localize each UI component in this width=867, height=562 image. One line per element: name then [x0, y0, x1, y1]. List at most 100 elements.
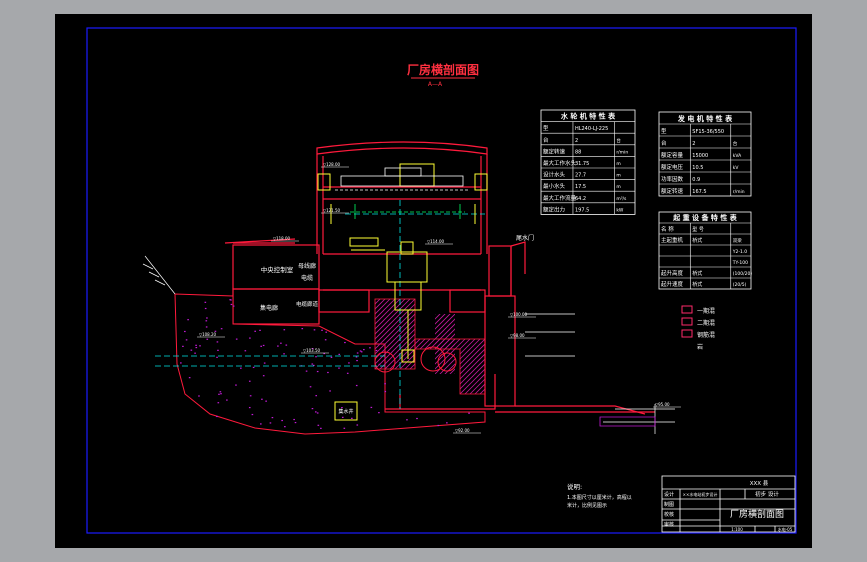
- generator-table-cell: kV: [733, 165, 740, 171]
- hatch-dot: [360, 351, 363, 353]
- notes-line-1: 1.本图尺寸以厘米计，高程以: [567, 494, 632, 501]
- generator-table-cell: 台: [661, 139, 667, 147]
- turbine-table-cell: r/min: [616, 149, 628, 155]
- hatch-dot: [355, 356, 358, 358]
- legend-label: 岩: [697, 343, 703, 351]
- hatch-dot: [262, 344, 265, 347]
- hatch-line: [375, 299, 411, 374]
- turbine-table-cell: 额定出力: [543, 205, 565, 213]
- foundation-rock: [174, 293, 486, 435]
- turbine-table-cell: m: [616, 185, 620, 190]
- hatch-dot: [249, 337, 251, 339]
- hatch-line: [454, 339, 485, 394]
- hatch-dot: [323, 352, 326, 355]
- powerhouse-structure: [224, 141, 655, 415]
- generator-table-title: 发 电 机 特 性 表: [677, 114, 733, 123]
- turbine-table-cell: kW: [616, 207, 624, 213]
- hatch-dot: [378, 412, 380, 414]
- generator-table-cell: 额定转速: [661, 187, 684, 195]
- generator-table-cell: 0.9: [692, 177, 700, 183]
- turbine-table-cell: 台: [543, 136, 549, 144]
- hatch-dot: [468, 412, 470, 414]
- hatch-dot: [446, 422, 448, 424]
- room-spiral-corridor: 集电廊: [260, 304, 278, 312]
- hatch-dot: [356, 359, 358, 362]
- turbine-table-cell: 最大工作水头: [543, 159, 577, 167]
- room-cable-gallery: 电缆廊道: [296, 300, 319, 308]
- crane-table-cell: (20/5): [733, 282, 747, 288]
- hatch-dot: [285, 344, 288, 346]
- turbine-table-title: 水 轮 机 特 性 表: [561, 112, 616, 121]
- hatch-dot: [309, 386, 312, 388]
- hatch-dot: [280, 342, 282, 344]
- hatch-dot: [261, 398, 263, 400]
- generator-table-border: [658, 111, 752, 197]
- hatch-dot: [312, 364, 315, 367]
- generator-table-cell: 台: [733, 140, 738, 147]
- turbine-table-cell: m: [616, 162, 620, 167]
- hatch-dot: [260, 345, 262, 347]
- tailrace-hatch: [599, 416, 656, 427]
- crane: [335, 167, 470, 191]
- hatch-dot: [204, 307, 207, 310]
- hatch-dot: [182, 345, 184, 347]
- generator-table-cell: 额定容量: [661, 151, 684, 159]
- hatch-dot: [343, 427, 346, 429]
- hatch-line: [414, 299, 455, 374]
- title-block-drawing-name: 厂房横剖面图: [730, 508, 784, 520]
- hatch-dot: [325, 331, 328, 333]
- room-cable: 电缆: [301, 274, 313, 282]
- hatch-dot: [205, 326, 208, 328]
- hatch-dot: [206, 338, 209, 340]
- title-block-row-label: 设计: [664, 491, 674, 498]
- hatch-dot: [244, 350, 247, 352]
- hatch-dot: [341, 406, 343, 409]
- hatch-dot: [330, 356, 333, 358]
- hatch-dot: [265, 400, 267, 402]
- hatch-dot: [216, 341, 219, 343]
- hatch-line: [375, 299, 421, 374]
- hatch-dot: [348, 362, 350, 364]
- legend-swatch: [681, 329, 693, 338]
- hatch-dot: [262, 375, 265, 377]
- hatch-dot: [283, 353, 285, 355]
- title-block-info: ××水电站初步设计: [683, 491, 718, 497]
- hatch-dot: [198, 395, 200, 397]
- hatch-dot: [321, 329, 323, 331]
- title-block-number: 水电-05: [778, 526, 793, 532]
- hatch-dot: [384, 390, 387, 393]
- hatch-dot: [217, 402, 220, 404]
- crane-table-cell: 型 号: [692, 226, 704, 233]
- hatch-dot: [356, 424, 359, 426]
- hatch-dot: [355, 384, 358, 387]
- hatch-dot: [216, 415, 218, 418]
- turbine-table-cell: 型: [543, 124, 549, 132]
- title-block-scale: 1:100: [731, 527, 743, 532]
- turbine-table-cell: m: [616, 174, 620, 179]
- hatch-dot: [277, 345, 279, 347]
- drawing-sheet: 厂房横剖面图 A—A: [55, 14, 812, 548]
- hatch-line: [375, 299, 406, 374]
- title-block-stage: 初步 设计: [755, 490, 779, 498]
- hatch-dot: [363, 348, 365, 351]
- hatch-dot: [220, 328, 223, 330]
- hatch-dot: [194, 352, 196, 354]
- hatch-dot: [284, 426, 286, 428]
- hatch-dot: [316, 370, 319, 373]
- hatch-dot: [235, 384, 237, 386]
- elevation-label: ▽103.50: [303, 348, 321, 353]
- crane-table-title: 起 重 设 备 特 性 表: [672, 213, 738, 222]
- hatch-line: [415, 339, 446, 394]
- hatch-dot: [184, 330, 186, 333]
- hatch-dot: [324, 339, 327, 341]
- hatch-dot: [248, 406, 251, 409]
- hatch-line: [429, 299, 455, 374]
- crane-table: 起 重 设 备 特 性 表名 称型 号主起重机桥式双梁Y2-1.0TY-100起…: [658, 211, 753, 290]
- hatch-dot: [341, 416, 344, 418]
- hatch-dot: [416, 417, 418, 420]
- turbine-table-cell: HL240-LJ-225: [575, 126, 608, 132]
- hatch-dot: [338, 353, 341, 356]
- crane-table-cell: (100/20): [733, 271, 753, 277]
